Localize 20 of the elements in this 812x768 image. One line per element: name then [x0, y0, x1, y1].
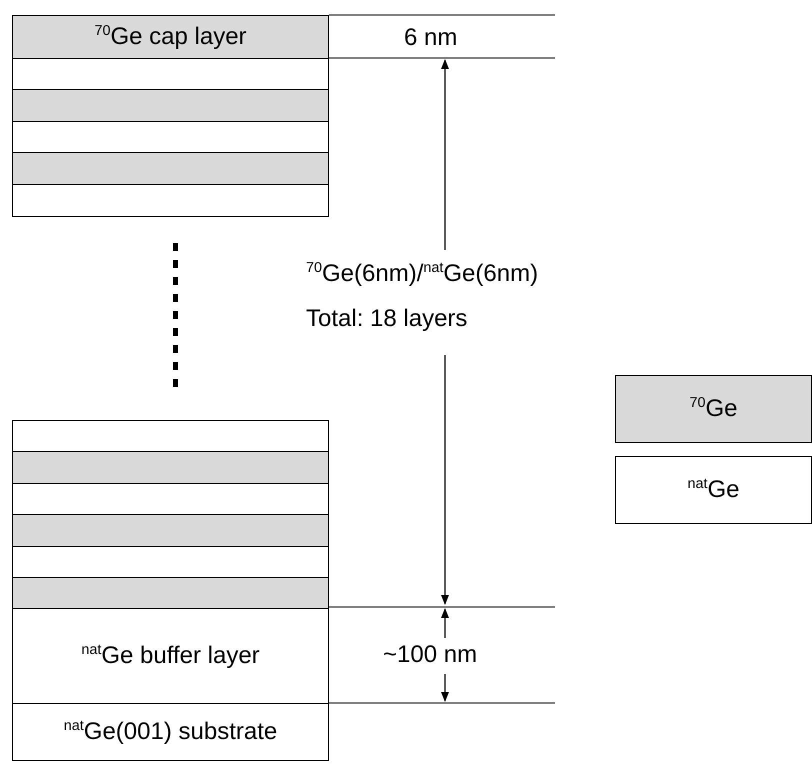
layer-box: [12, 577, 329, 609]
layer-box: $^{nat}$Ge(001) substrate: [12, 703, 329, 761]
legend-swatch: $^{70}$Ge: [615, 375, 812, 443]
layer-box: [12, 121, 329, 153]
dimension-label: ~100 nm: [383, 641, 478, 669]
layer-box: $^{70}$Ge cap layer: [12, 15, 329, 59]
annotation-text: $^{70}$Ge(6nm)/$^{nat}$Ge(6nm): [306, 260, 538, 288]
layer-box: [12, 420, 329, 452]
layer-box: [12, 152, 329, 185]
dimension-label: 6 nm: [404, 24, 458, 52]
layer-box: $^{nat}$Ge buffer layer: [12, 608, 329, 704]
layer-box: [12, 483, 329, 515]
layer-box: [12, 58, 329, 90]
layer-box: [12, 89, 329, 122]
layer-box: [12, 514, 329, 547]
annotation-text: Total: 18 layers: [306, 305, 468, 333]
layer-box: [12, 546, 329, 578]
legend-swatch: $^{nat}$Ge: [615, 456, 812, 524]
layer-box: [12, 184, 329, 217]
layer-box: [12, 451, 329, 484]
